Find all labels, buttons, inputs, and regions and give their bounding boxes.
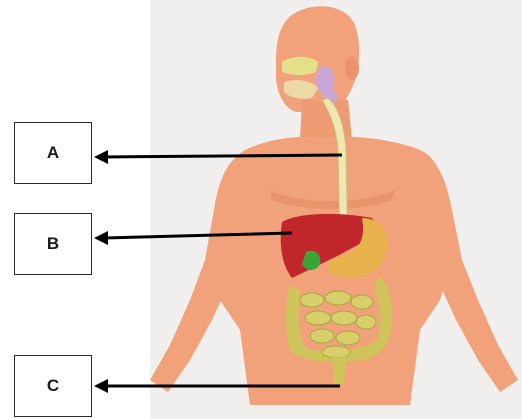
label-box-b: B bbox=[14, 213, 92, 275]
label-text-a: A bbox=[47, 143, 59, 163]
left-arm bbox=[150, 152, 245, 392]
arrow-c-head bbox=[94, 379, 108, 393]
label-text-c: C bbox=[47, 376, 59, 396]
ear bbox=[345, 56, 359, 80]
arrow-b-head bbox=[94, 231, 108, 245]
arrow-a-head bbox=[94, 150, 108, 164]
label-box-c: C bbox=[14, 355, 92, 417]
arrow-a bbox=[104, 155, 342, 157]
label-box-a: A bbox=[14, 122, 92, 184]
label-text-b: B bbox=[47, 234, 59, 254]
nasal-cavity bbox=[282, 57, 318, 75]
rectum bbox=[332, 356, 346, 384]
